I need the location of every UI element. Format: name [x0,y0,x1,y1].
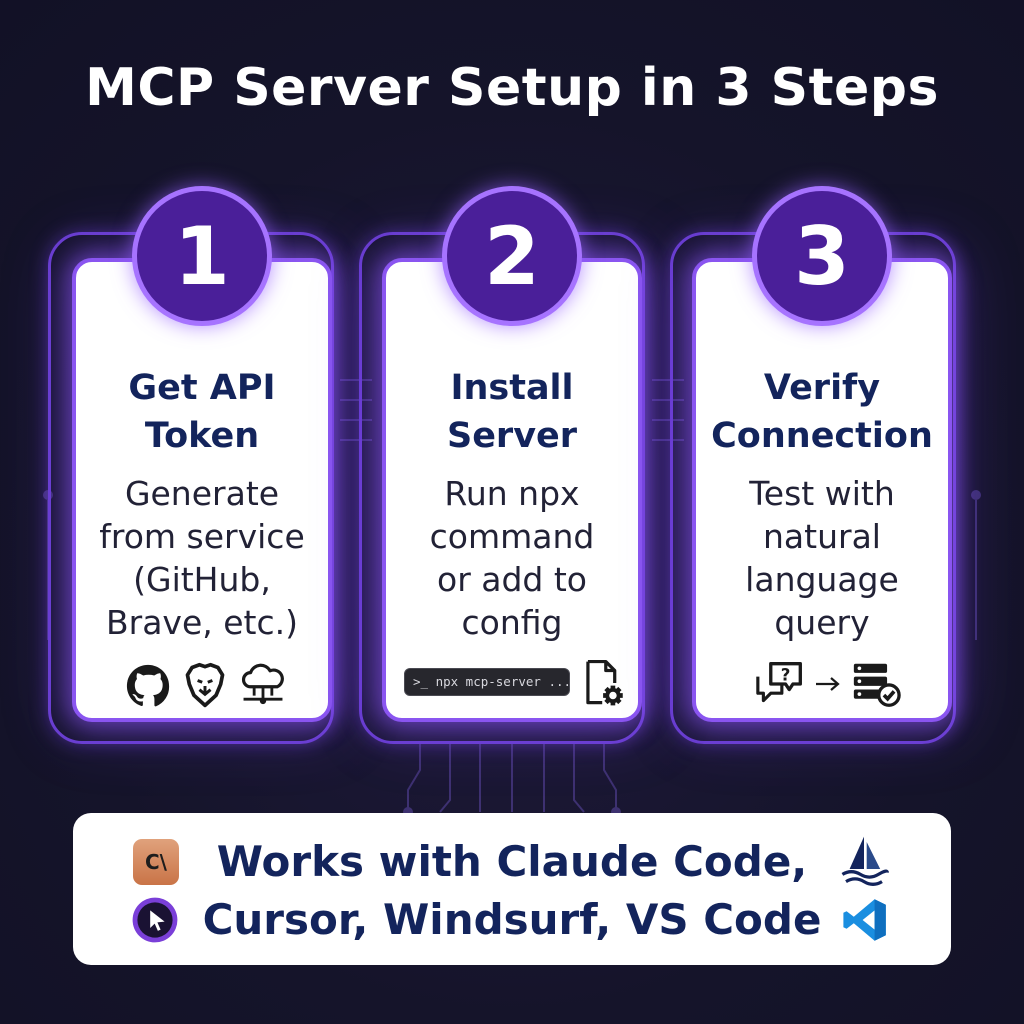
brave-lion-icon [185,662,225,708]
step-2-card: Install Server Run npx command or add to… [382,258,642,722]
footer-line-2: Cursor, Windsurf, VS Code [202,895,822,944]
step-1-card: Get API Token Generate from service (Git… [72,258,332,722]
step-3-title: Verify Connection [711,368,933,456]
footer-line-1: Works with Claude Code, [216,837,808,886]
step-1-title: Get API Token [128,368,276,456]
step-3-icons: ? [696,660,948,708]
config-file-gear-icon [586,659,623,706]
cursor-logo [132,897,178,943]
step-2-description: Run npx command or add to config [429,474,595,642]
chat-question-icon: ? [756,662,802,703]
step-3-description: Test with natural language query [745,474,899,642]
step-2-title: Install Server [446,368,578,456]
step-3-card: Verify Connection Test with natural lang… [692,258,952,722]
arrow-right-icon [816,677,840,691]
step-3-number-badge: 3 [752,186,892,326]
claude-logo: C\ [133,839,179,885]
windsurf-logo [841,836,890,886]
page-title: MCP Server Setup in 3 Steps [85,58,939,118]
vscode-logo [843,899,886,941]
github-icon [126,664,170,707]
step-2-number-badge: 2 [442,186,582,326]
step-1-icons [76,660,328,708]
step-1-number-badge: 1 [132,186,272,326]
step-1-description: Generate from service (GitHub, Brave, et… [99,474,305,642]
svg-text:?: ? [781,665,791,684]
cloud-network-icon [242,663,284,705]
terminal-command-snippet: >_ npx mcp-server ... [404,668,570,696]
compatibility-footer: C\ Works with Claude Code, Cursor, Winds… [73,813,951,965]
server-check-icon [853,663,901,707]
